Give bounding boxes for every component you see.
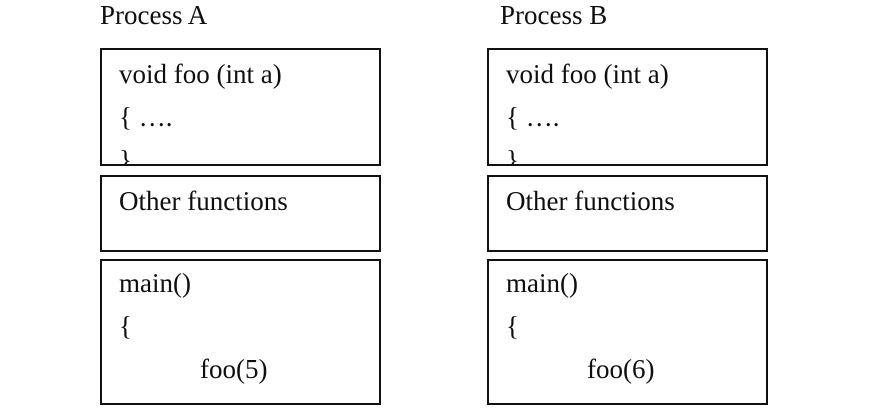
process-b-column: Process B void foo (int a) { …. } Other …	[487, 0, 768, 419]
code-line-other-functions: Other functions	[119, 186, 288, 216]
code-line-foo-call: foo(6)	[587, 354, 655, 384]
code-block: void foo (int a) { …. }	[102, 50, 379, 166]
code-line-foo-signature: void foo (int a)	[119, 59, 282, 89]
code-line-open-brace: {	[506, 311, 519, 341]
process-b-title: Process B	[500, 0, 608, 30]
process-a-foo-box: void foo (int a) { …. }	[100, 48, 381, 166]
code-line-close-brace: }	[119, 145, 132, 166]
process-a-other-functions-box: Other functions	[100, 175, 381, 252]
process-a-main-box: main() { foo(5)	[100, 259, 381, 405]
code-line-main-signature: main()	[119, 268, 191, 298]
code-block: Other functions	[489, 177, 766, 223]
code-line-foo-call: foo(5)	[200, 354, 268, 384]
code-line-open-brace-dots: { ….	[506, 102, 560, 132]
code-line-other-functions: Other functions	[506, 186, 675, 216]
code-line-open-brace-dots: { ….	[119, 102, 173, 132]
process-a-column: Process A void foo (int a) { …. } Other …	[100, 0, 381, 419]
process-a-title: Process A	[100, 0, 208, 30]
process-b-other-functions-box: Other functions	[487, 175, 768, 252]
code-block: void foo (int a) { …. }	[489, 50, 766, 166]
process-b-main-box: main() { foo(6)	[487, 259, 768, 405]
code-block: main() { foo(6)	[489, 261, 766, 391]
code-line-main-signature: main()	[506, 268, 578, 298]
code-block: Other functions	[102, 177, 379, 223]
process-b-foo-box: void foo (int a) { …. }	[487, 48, 768, 166]
code-line-close-brace: }	[506, 145, 519, 166]
code-line-open-brace: {	[119, 311, 132, 341]
code-block: main() { foo(5)	[102, 261, 379, 391]
code-line-foo-signature: void foo (int a)	[506, 59, 669, 89]
